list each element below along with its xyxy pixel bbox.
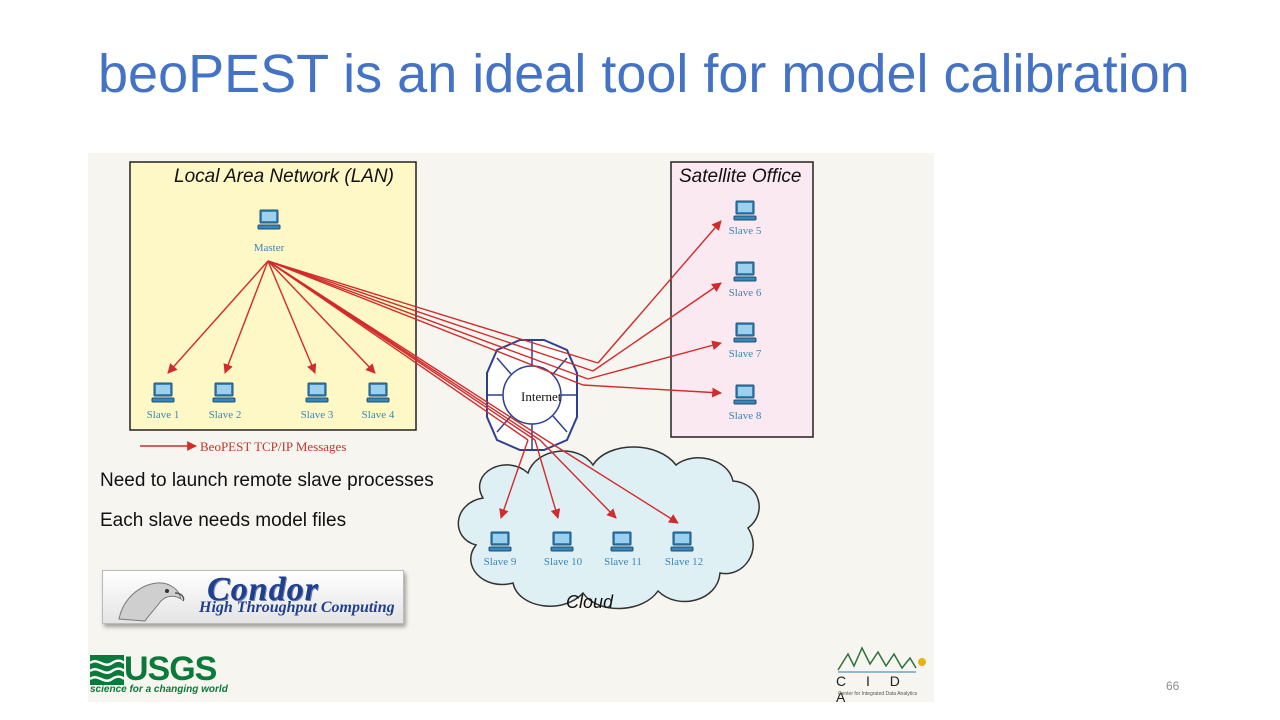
lan-region bbox=[129, 161, 417, 431]
slave-12-label: Slave 12 bbox=[664, 556, 704, 568]
beopest-network-diagram: Local Area Network (LAN) Satellite Offic… bbox=[88, 153, 934, 702]
cloud-label: Cloud bbox=[566, 592, 614, 612]
slave-6-label: Slave 6 bbox=[728, 287, 762, 299]
internet-label: Internet bbox=[521, 389, 562, 404]
slave-3-computer-icon bbox=[305, 382, 329, 403]
slave-6-computer-icon bbox=[733, 261, 757, 282]
cida-tagline: Center for Integrated Data Analytics bbox=[838, 691, 918, 697]
note-model-files: Each slave needs model files bbox=[100, 510, 347, 531]
slave-2-computer-icon bbox=[212, 382, 236, 403]
slave-12-computer-icon bbox=[670, 531, 694, 552]
satellite-office-label: Satellite Office bbox=[679, 166, 802, 187]
slave-5-label: Slave 5 bbox=[728, 225, 762, 237]
lan-label: Local Area Network (LAN) bbox=[174, 166, 394, 187]
cida-logo: C I D A Center for Integrated Data Analy… bbox=[836, 646, 928, 702]
legend-label: BeoPEST TCP/IP Messages bbox=[200, 439, 347, 454]
cloud-shape bbox=[457, 446, 760, 610]
slave-5-computer-icon bbox=[733, 200, 757, 221]
slave-7-label: Slave 7 bbox=[728, 348, 762, 360]
message-arrows bbox=[167, 220, 722, 524]
condor-title: Condor bbox=[207, 571, 319, 608]
slave-1-computer-icon bbox=[151, 382, 175, 403]
master-label: Master bbox=[253, 242, 285, 254]
slave-8-computer-icon bbox=[733, 384, 757, 405]
slave-4-computer-icon bbox=[366, 382, 390, 403]
slave-4-label: Slave 4 bbox=[361, 409, 395, 421]
note-remote-slaves: Need to launch remote slave processes bbox=[100, 470, 434, 491]
usgs-logo: USGS science for a changing world bbox=[90, 650, 228, 698]
slave-10-label: Slave 10 bbox=[543, 556, 583, 568]
slave-1-label: Slave 1 bbox=[146, 409, 180, 421]
condor-logo: Condor High Throughput Computing bbox=[102, 570, 404, 624]
slide-number: 66 bbox=[1166, 679, 1180, 693]
slave-9-label: Slave 9 bbox=[483, 556, 517, 568]
slave-11-computer-icon bbox=[610, 531, 634, 552]
cida-wordmark: C I D A bbox=[836, 673, 908, 702]
condor-bird-icon bbox=[118, 582, 185, 622]
slave-10-computer-icon bbox=[550, 531, 574, 552]
condor-subtitle: High Throughput Computing bbox=[199, 599, 395, 616]
slide-title: beoPEST is an ideal tool for model calib… bbox=[98, 44, 1190, 104]
slave-11-label: Slave 11 bbox=[604, 556, 642, 568]
slave-7-computer-icon bbox=[733, 322, 757, 343]
usgs-tagline: science for a changing world bbox=[90, 684, 228, 695]
slave-8-label: Slave 8 bbox=[728, 410, 762, 422]
master-computer-icon bbox=[257, 209, 281, 230]
usgs-wordmark: USGS bbox=[124, 650, 217, 688]
slave-2-label: Slave 2 bbox=[208, 409, 242, 421]
slave-3-label: Slave 3 bbox=[300, 409, 334, 421]
cida-mountain-icon bbox=[837, 646, 926, 673]
slave-9-computer-icon bbox=[488, 531, 512, 552]
usgs-wave-icon bbox=[90, 655, 124, 685]
